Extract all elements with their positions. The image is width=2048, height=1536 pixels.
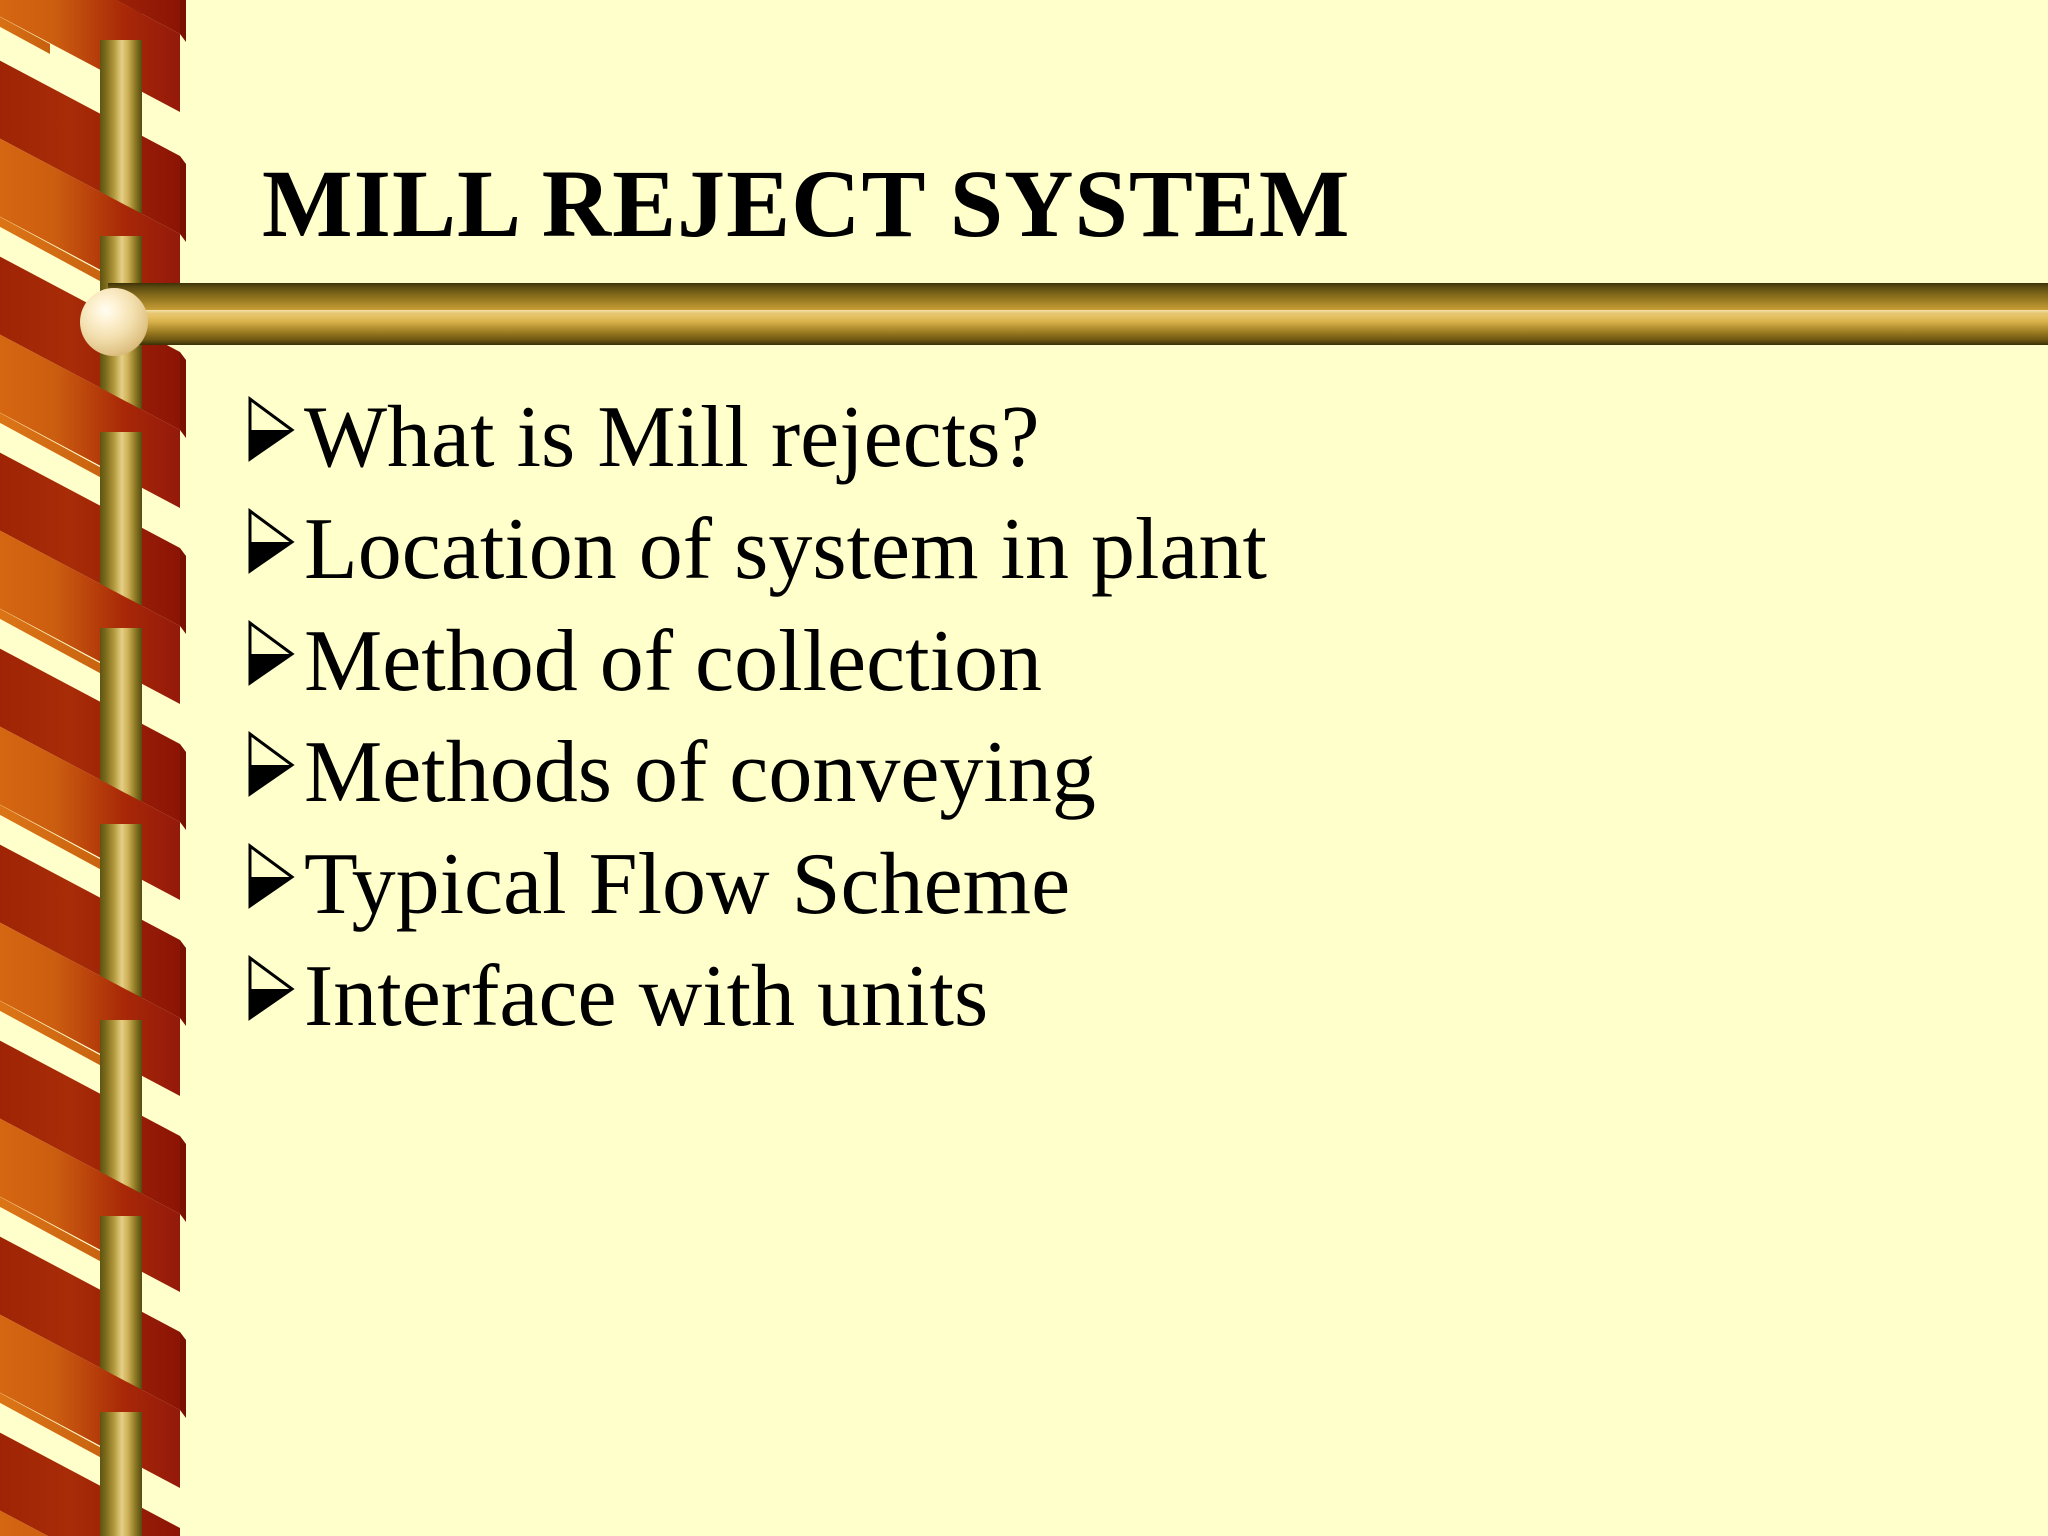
ribbon-turn xyxy=(0,530,186,704)
ribbon-turn xyxy=(0,922,186,1096)
ribbon-turn xyxy=(0,60,180,234)
arrow-triangle-bullet-icon xyxy=(246,396,304,462)
list-item: What is Mill rejects? xyxy=(246,382,2006,494)
ribbon-turn xyxy=(0,1118,186,1292)
list-item: Typical Flow Scheme xyxy=(246,829,2006,941)
arrow-triangle-bullet-icon xyxy=(246,619,304,686)
ribbon-turn xyxy=(0,452,180,626)
ribbon-turn xyxy=(0,1236,180,1410)
ribbon-turn xyxy=(0,844,180,1018)
arrow-triangle-bullet-icon xyxy=(246,954,304,1021)
list-item-label: Methods of conveying xyxy=(304,724,1096,822)
ribbon-turn xyxy=(0,1432,180,1536)
ribbon-turn xyxy=(0,726,186,900)
ribbon-turn xyxy=(0,334,186,508)
arrow-triangle-bullet-icon xyxy=(246,731,304,798)
list-item-label: Location of system in plant xyxy=(304,500,1267,598)
ribbon-turn xyxy=(0,1314,186,1488)
arrow-triangle-bullet-icon xyxy=(246,843,304,909)
separator-knob-sphere xyxy=(80,288,148,356)
list-item: Method of collection xyxy=(246,606,2006,718)
list-item: Interface with units xyxy=(246,941,2006,1053)
ribbon-turn xyxy=(0,1040,180,1214)
bullet-list: What is Mill rejects? Location of system… xyxy=(246,382,2006,1053)
ribbon-turn xyxy=(0,648,180,822)
page-title: MILL REJECT SYSTEM xyxy=(262,150,1351,258)
ribbon-turn xyxy=(0,0,186,112)
list-item-label: Method of collection xyxy=(304,612,1043,710)
list-item: Methods of conveying xyxy=(246,717,2006,829)
list-item-label: What is Mill rejects? xyxy=(304,389,1040,486)
spiral-ribbon-decoration xyxy=(0,0,240,1536)
list-item-label: Interface with units xyxy=(304,947,989,1045)
list-item: Location of system in plant xyxy=(246,494,2006,606)
ribbon-turn xyxy=(0,1510,48,1536)
list-item-label: Typical Flow Scheme xyxy=(304,836,1071,933)
spiral-ribbon-graphic xyxy=(0,0,186,1536)
vertical-pole xyxy=(100,0,142,1536)
title-separator-bar xyxy=(108,283,2048,345)
arrow-triangle-bullet-icon xyxy=(246,507,304,574)
